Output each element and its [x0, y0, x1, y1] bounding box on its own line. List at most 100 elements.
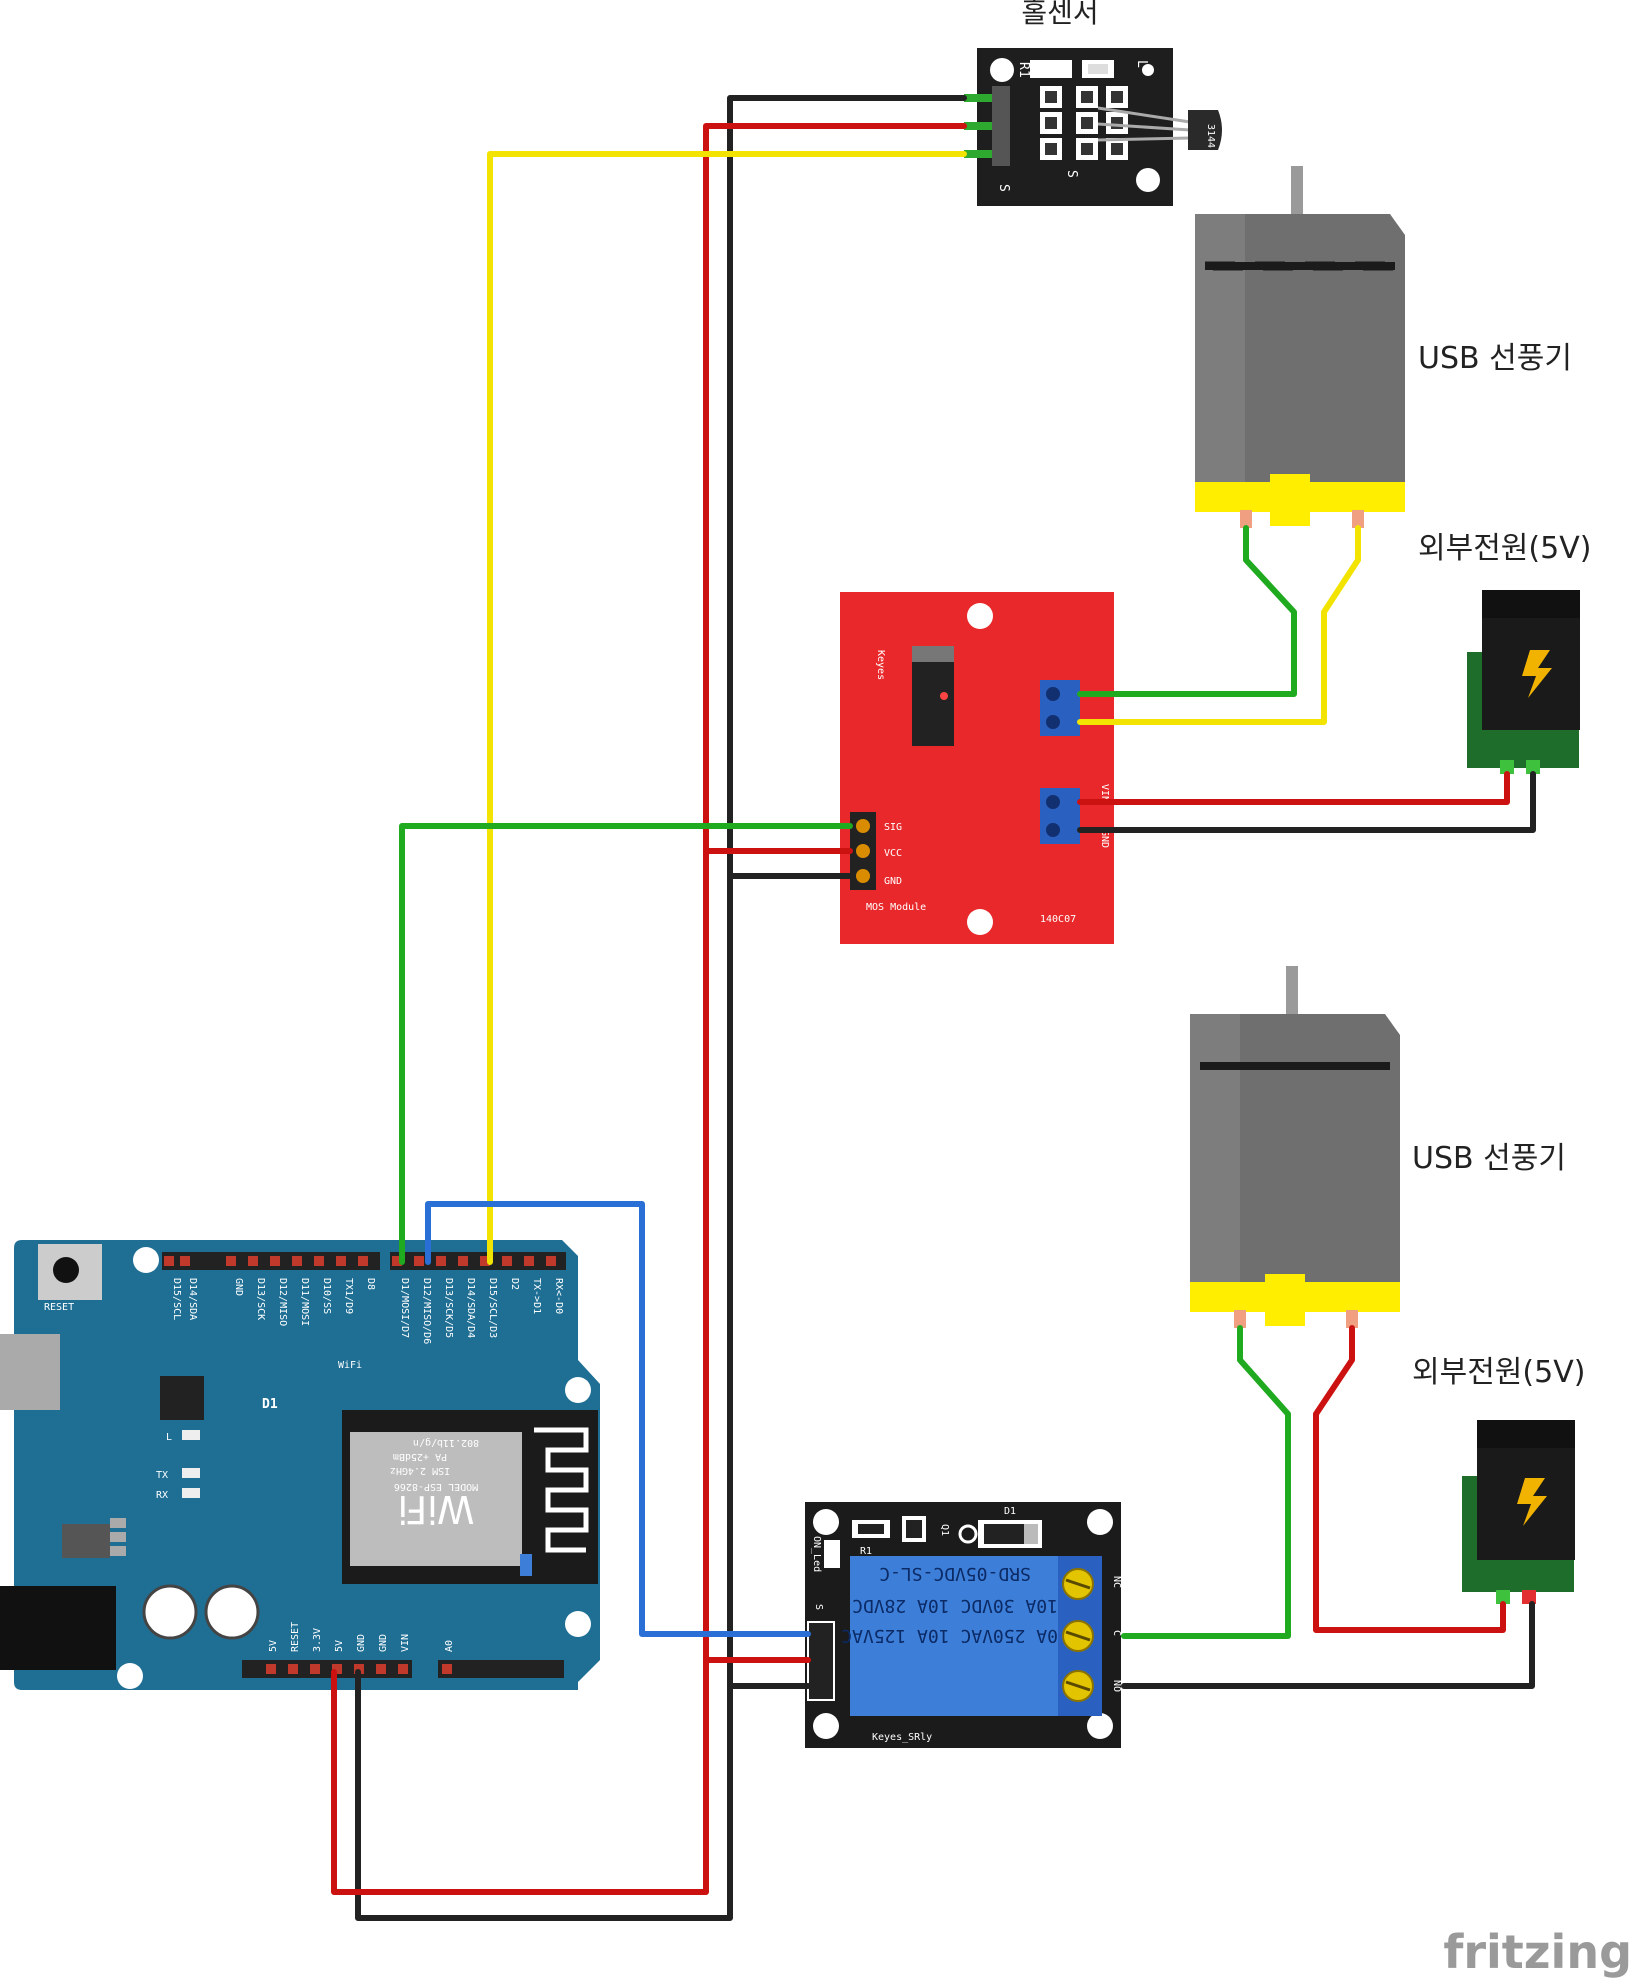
bottom-pin-label: RESET	[290, 1622, 301, 1652]
mos-gnd-right-label: GND	[1099, 830, 1110, 848]
top-pin-label: TX1/D9	[343, 1278, 354, 1314]
dc-jack	[0, 1586, 116, 1670]
mos-code-label: 140C07	[1040, 914, 1076, 925]
esp8266-module: WiFi MODEL ESP-8266 ISM 2.4GHz PA +25dBm…	[342, 1410, 598, 1584]
top-pin-socket	[270, 1256, 280, 1266]
top-pin-socket	[180, 1256, 190, 1266]
wire-hall-red	[331, 123, 967, 1895]
bottom-pin-socket	[288, 1664, 298, 1674]
bottom-pin-socket	[398, 1664, 408, 1674]
power-bolt-icon-2	[1517, 1478, 1547, 1526]
hall-pin-s-label: S	[996, 184, 1011, 192]
d1-logo: D1	[262, 1397, 278, 1412]
top-pin-label: TX->D1	[531, 1278, 542, 1314]
esp-wifi-label: WiFi	[398, 1487, 475, 1531]
top-pin-label: D14/SDA/D4	[465, 1278, 476, 1338]
bottom-pin-socket	[354, 1664, 364, 1674]
top-pin-label: D11/MOSI	[299, 1278, 310, 1326]
bottom-pin-socket	[266, 1664, 276, 1674]
wire-mos-sig-green	[399, 823, 853, 1265]
wire-motor-jack-red	[1313, 1325, 1506, 1633]
top-pin-label: D2	[509, 1278, 520, 1290]
mos-brand-label: Keyes	[875, 650, 886, 680]
d1-wifi-board: RESET D1 WiFi L TX RX WiFi MODEL ESP-826…	[0, 1240, 600, 1690]
esp-pa-label: PA +25dBm	[393, 1451, 447, 1462]
wire-relay-sig-blue	[425, 1201, 811, 1637]
relay-s-label: S	[813, 1604, 824, 1610]
mos-sig-label: SIG	[884, 822, 902, 833]
wire-hall-black	[355, 95, 967, 1921]
usb-fan-bottom: USB 선풍기	[1190, 966, 1566, 1328]
power-jack-bottom: 외부전원(5V)	[1412, 1355, 1585, 1604]
relay-nc-label: NC	[1111, 1576, 1122, 1588]
top-pin-socket	[524, 1256, 534, 1266]
mos-vin-label: VIN	[1099, 784, 1110, 802]
esp-ism-label: ISM 2.4GHz	[390, 1465, 450, 1476]
antenna-icon	[534, 1427, 589, 1553]
relay-model-label: SRD-05VDC-SL-C	[879, 1563, 1031, 1584]
relay-output-terminal	[1058, 1556, 1102, 1716]
mos-gnd-label: GND	[884, 876, 902, 887]
bottom-pin-socket	[310, 1664, 320, 1674]
hall-sensor-module: 홀센서 3144 S S R1 L	[964, 0, 1222, 206]
wire-hall-yellow	[487, 151, 967, 1265]
top-pin-label: D1/MOSI/D7	[399, 1278, 410, 1338]
led-tx-label: TX	[156, 1470, 168, 1481]
top-pin-socket	[248, 1256, 258, 1266]
top-pin-socket	[458, 1256, 468, 1266]
bottom-pin-label: A0	[444, 1640, 455, 1652]
led-l-label: L	[166, 1432, 172, 1443]
mos-power-terminal	[1040, 788, 1080, 844]
top-pin-label: D15/SCL	[171, 1278, 182, 1320]
bottom-pin-label: GND	[356, 1634, 367, 1652]
top-pin-socket	[392, 1256, 402, 1266]
top-pin-label: RX<-D0	[553, 1278, 564, 1314]
top-pin-socket	[226, 1256, 236, 1266]
bottom-pin-socket	[332, 1664, 342, 1674]
hall-header-pins	[992, 86, 1128, 166]
power-bottom-label: 외부전원(5V)	[1412, 1355, 1585, 1390]
usb-fan-top: USB 선풍기	[1195, 166, 1572, 528]
top-pin-label: D12/MISO	[277, 1278, 288, 1326]
usb-fan-top-label: USB 선풍기	[1418, 341, 1572, 376]
top-pin-label: D15/SCL/D3	[487, 1278, 498, 1338]
mos-vcc-label: VCC	[884, 848, 902, 859]
mos-module: Keyes SIG VCC GND MOS Module 140C07 VIN …	[840, 592, 1114, 944]
relay-name-label: Keyes_SRly	[872, 1732, 932, 1743]
top-pin-socket	[358, 1256, 368, 1266]
relay-r1-label: R1	[860, 1546, 872, 1557]
bottom-pin-label: 5V	[268, 1640, 279, 1652]
bottom-pin-label: 5V	[334, 1640, 345, 1652]
esp-std-label: 802.11b/g/n	[413, 1437, 479, 1448]
wires	[331, 95, 1536, 1921]
top-pin-label: D8	[365, 1278, 376, 1290]
relay-led-label: ON_Led	[811, 1536, 822, 1572]
relay-rating2-label: 10A 250VAC 10A 125VAC	[841, 1625, 1069, 1646]
hall-sensor-label: 홀센서	[1021, 0, 1098, 29]
bottom-pin-label: VIN	[400, 1634, 411, 1652]
top-pin-label: GND	[233, 1278, 244, 1296]
top-pin-socket	[336, 1256, 346, 1266]
relay-no-label: NO	[1111, 1680, 1122, 1692]
wire-mos-power-red	[1077, 771, 1510, 805]
top-pin-socket	[314, 1256, 324, 1266]
top-pin-label: D12/MISO/D6	[421, 1278, 432, 1344]
relay-c-label: C	[1111, 1630, 1122, 1636]
hall-pin-s2-label: S	[1064, 170, 1079, 178]
wire-mos-power-black	[1077, 771, 1536, 833]
wire-mos-motor-yellow	[1077, 525, 1361, 725]
top-pin-socket	[502, 1256, 512, 1266]
hall-r1-label: R1	[1016, 62, 1031, 78]
mos-load-terminal	[1040, 680, 1080, 736]
d1-wifi-label: WiFi	[338, 1360, 362, 1371]
bottom-pin-socket	[376, 1664, 386, 1674]
power-jack-top: 외부전원(5V)	[1418, 531, 1591, 774]
usb-fan-bottom-label: USB 선풍기	[1412, 1141, 1566, 1176]
hall-chip-label: 3144	[1205, 124, 1216, 148]
relay-input-header	[807, 1621, 835, 1701]
mos-input-header	[850, 812, 876, 890]
led-rx-label: RX	[156, 1490, 168, 1501]
